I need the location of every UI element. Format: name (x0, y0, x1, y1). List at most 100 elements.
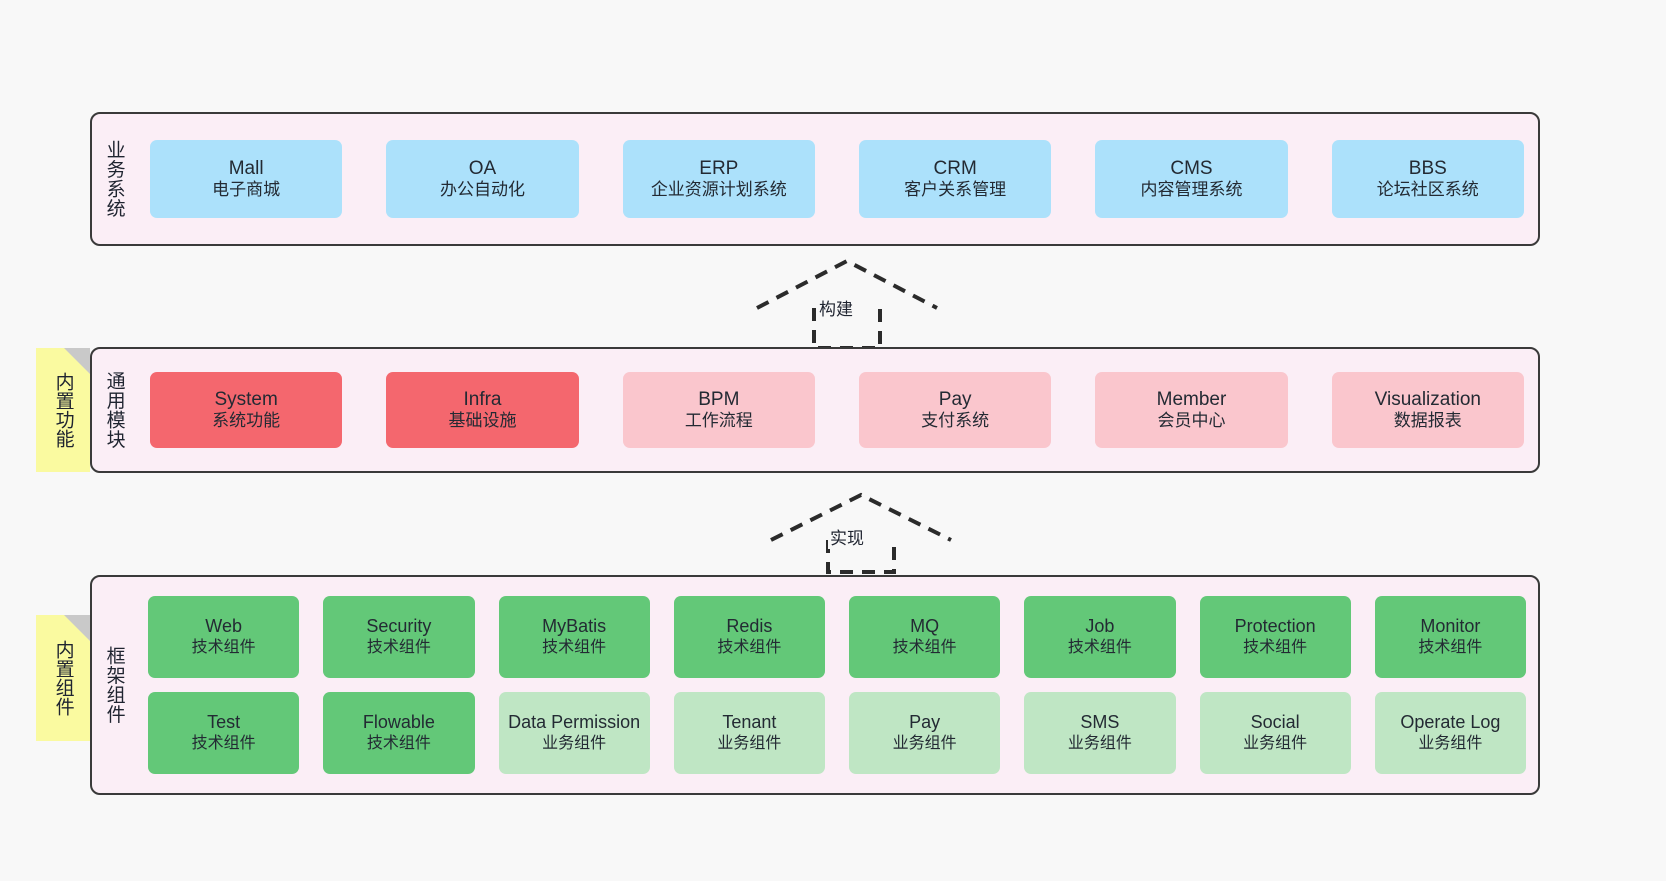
card-title: Web (205, 616, 242, 637)
card-mybatis[interactable]: MyBatis 技术组件 (498, 596, 650, 678)
connector-label-implement: 实现 (828, 524, 866, 549)
card-subtitle: 技术组件 (892, 639, 957, 657)
card-operate-log[interactable]: Operate Log 业务组件 (1374, 692, 1526, 774)
card-title: System (214, 389, 278, 411)
generalization-shaft (826, 540, 896, 574)
card-title: MQ (910, 616, 940, 637)
card-subtitle: 业务组件 (892, 735, 957, 753)
connector-implement: 实现 (766, 492, 956, 574)
card-subtitle: 业务组件 (542, 735, 607, 753)
card-monitor[interactable]: Monitor 技术组件 (1374, 596, 1526, 678)
card-subtitle: 技术组件 (366, 639, 431, 657)
card-subtitle: 内容管理系统 (1140, 180, 1243, 200)
card-subtitle: 业务组件 (717, 735, 782, 753)
card-title: Infra (463, 389, 502, 411)
note-tag-label: 内置组件 (52, 640, 74, 716)
layer-body-modules: System 系统功能 Infra 基础设施 BPM 工作流程 Pay 支付系统… (136, 349, 1538, 471)
connector-label-build: 构建 (817, 295, 855, 320)
layer-title-modules: 通用模块 (103, 371, 125, 449)
note-tag-builtin-features: 内置功能 (36, 348, 90, 472)
layer-title-business: 业务系统 (103, 140, 125, 218)
card-title: CMS (1170, 158, 1213, 180)
note-tag-builtin-components: 内置组件 (36, 615, 90, 741)
card-title: Pay (938, 389, 972, 411)
card-subtitle: 工作流程 (684, 411, 753, 431)
card-social[interactable]: Social 业务组件 (1199, 692, 1351, 774)
layer-general-modules: 通用模块 System 系统功能 Infra 基础设施 BPM 工作流程 Pay… (90, 347, 1540, 473)
card-subtitle: 系统功能 (212, 411, 281, 431)
card-system[interactable]: System 系统功能 (150, 372, 343, 448)
card-subtitle: 支付系统 (921, 411, 990, 431)
card-bbs[interactable]: BBS 论坛社区系统 (1331, 140, 1524, 218)
card-title: Operate Log (1400, 712, 1501, 733)
card-subtitle: 业务组件 (1067, 735, 1132, 753)
layer-business-systems: 业务系统 Mall 电子商城 OA 办公自动化 ERP 企业资源计划系统 CRM… (90, 112, 1540, 246)
framework-card-row-2: Test 技术组件 Flowable 技术组件 Data Permission … (148, 692, 1526, 774)
card-protection[interactable]: Protection 技术组件 (1199, 596, 1351, 678)
card-subtitle: 技术组件 (542, 639, 607, 657)
modules-card-row: System 系统功能 Infra 基础设施 BPM 工作流程 Pay 支付系统… (150, 372, 1524, 448)
generalization-hollow-head (756, 258, 938, 310)
card-title: SMS (1080, 712, 1120, 733)
card-title: ERP (699, 158, 739, 180)
card-redis[interactable]: Redis 技术组件 (673, 596, 825, 678)
card-subtitle: 电子商城 (212, 180, 281, 200)
card-title: Tenant (722, 712, 777, 733)
card-test[interactable]: Test 技术组件 (148, 692, 300, 774)
card-subtitle: 数据报表 (1393, 411, 1462, 431)
layer-framework-components: 框架组件 Web 技术组件 Security 技术组件 MyBatis 技术组件… (90, 575, 1540, 795)
business-card-row: Mall 电子商城 OA 办公自动化 ERP 企业资源计划系统 CRM 客户关系… (150, 140, 1524, 218)
card-infra[interactable]: Infra 基础设施 (386, 372, 579, 448)
card-title: Job (1085, 616, 1115, 637)
framework-card-row-1: Web 技术组件 Security 技术组件 MyBatis 技术组件 Redi… (148, 596, 1526, 678)
card-title: Visualization (1374, 389, 1481, 411)
card-title: MyBatis (542, 616, 607, 637)
card-subtitle: 客户关系管理 (904, 180, 1007, 200)
card-subtitle: 技术组件 (191, 735, 256, 753)
card-cms[interactable]: CMS 内容管理系统 (1095, 140, 1288, 218)
card-crm[interactable]: CRM 客户关系管理 (858, 140, 1052, 218)
card-mq[interactable]: MQ 技术组件 (849, 596, 1001, 678)
card-pay[interactable]: Pay 支付系统 (858, 372, 1052, 448)
card-visualization[interactable]: Visualization 数据报表 (1331, 372, 1524, 448)
card-flowable[interactable]: Flowable 技术组件 (323, 692, 475, 774)
card-subtitle: 论坛社区系统 (1376, 180, 1479, 200)
generalization-hollow-head (770, 492, 952, 542)
card-title: Protection (1234, 616, 1316, 637)
card-title: Flowable (362, 712, 435, 733)
card-subtitle: 业务组件 (1243, 735, 1308, 753)
card-subtitle: 技术组件 (1243, 639, 1308, 657)
card-oa[interactable]: OA 办公自动化 (386, 140, 579, 218)
card-title: Member (1156, 389, 1227, 411)
card-tenant[interactable]: Tenant 业务组件 (673, 692, 825, 774)
card-security[interactable]: Security 技术组件 (323, 596, 475, 678)
card-title: Monitor (1420, 616, 1481, 637)
card-subtitle: 技术组件 (1418, 639, 1483, 657)
card-job[interactable]: Job 技术组件 (1024, 596, 1176, 678)
card-title: OA (468, 158, 497, 180)
card-bpm[interactable]: BPM 工作流程 (622, 372, 815, 448)
card-web[interactable]: Web 技术组件 (148, 596, 300, 678)
card-title: CRM (933, 158, 977, 180)
card-erp[interactable]: ERP 企业资源计划系统 (622, 140, 815, 218)
note-tag-label: 内置功能 (52, 372, 74, 448)
layer-title-framework: 框架组件 (103, 646, 125, 724)
card-title: Security (366, 616, 432, 637)
card-subtitle: 技术组件 (191, 639, 256, 657)
card-mall[interactable]: Mall 电子商城 (150, 140, 343, 218)
card-subtitle: 会员中心 (1157, 411, 1226, 431)
card-subtitle: 办公自动化 (439, 180, 525, 200)
card-sms[interactable]: SMS 业务组件 (1024, 692, 1176, 774)
card-title: Mall (228, 158, 264, 180)
card-subtitle: 企业资源计划系统 (650, 180, 787, 200)
card-title: Test (207, 712, 241, 733)
card-title: BBS (1408, 158, 1447, 180)
card-subtitle: 业务组件 (1418, 735, 1483, 753)
card-pay-component[interactable]: Pay 业务组件 (849, 692, 1001, 774)
layer-body-framework: Web 技术组件 Security 技术组件 MyBatis 技术组件 Redi… (136, 577, 1538, 793)
card-title: Pay (909, 712, 941, 733)
card-member[interactable]: Member 会员中心 (1095, 372, 1288, 448)
card-title: BPM (698, 389, 740, 411)
card-data-permission[interactable]: Data Permission 业务组件 (498, 692, 650, 774)
card-subtitle: 基础设施 (448, 411, 517, 431)
